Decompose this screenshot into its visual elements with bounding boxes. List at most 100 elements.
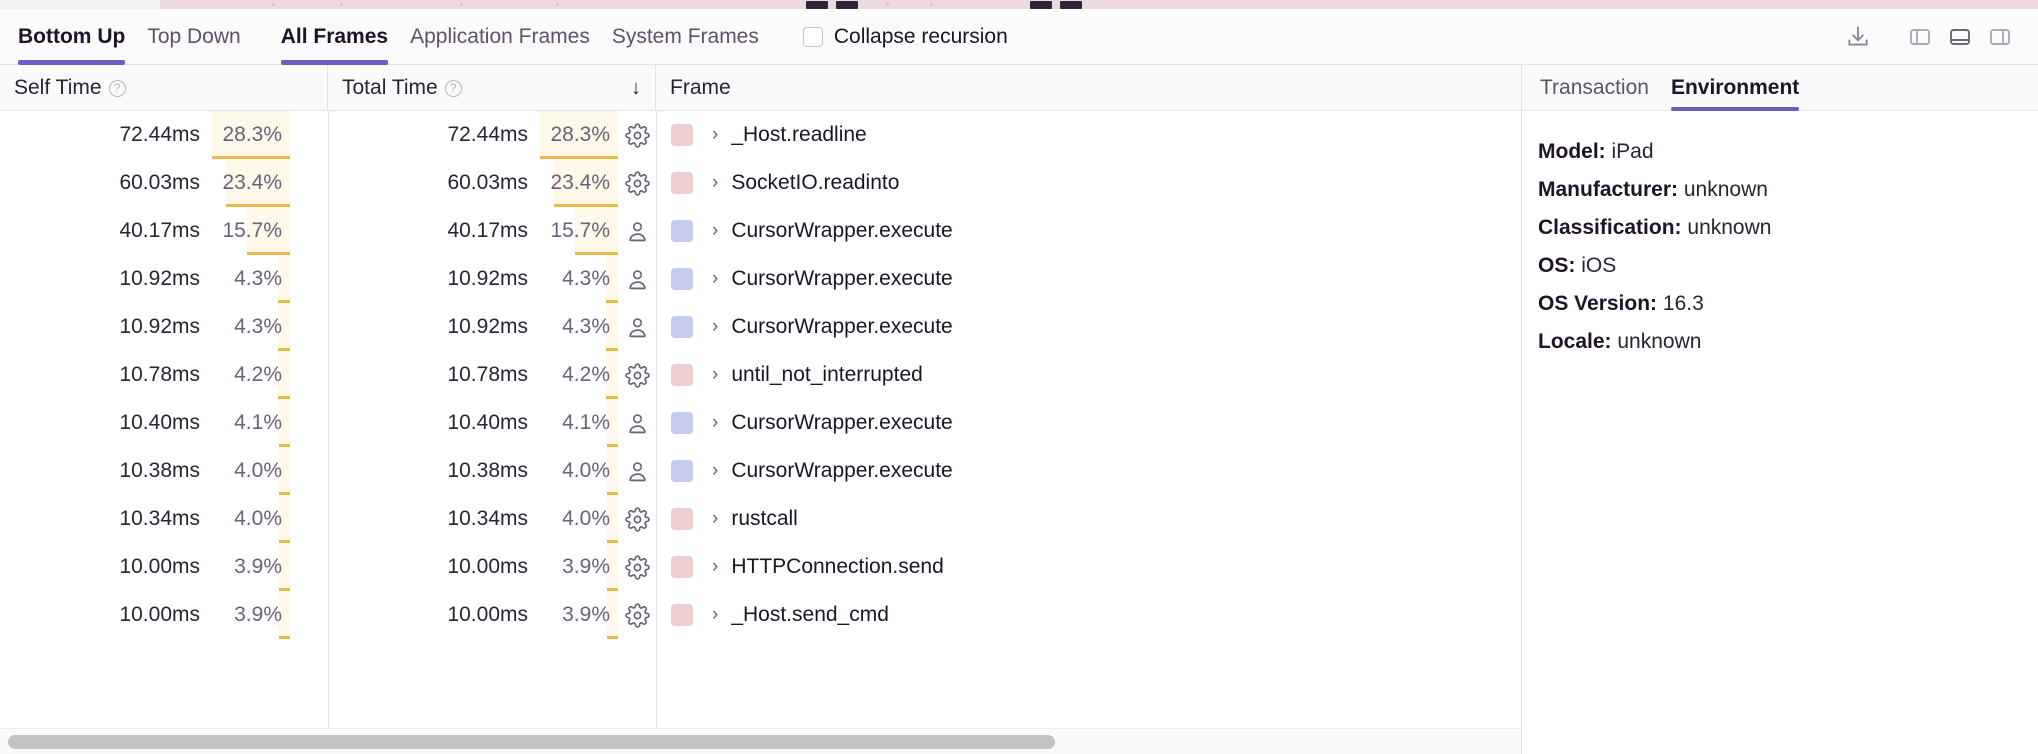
- right-panel-icon[interactable]: [1980, 17, 2020, 57]
- percent-cell: 4.3%: [540, 255, 618, 303]
- gear-icon[interactable]: [618, 362, 656, 388]
- tab-all-frames[interactable]: All Frames: [280, 9, 389, 65]
- person-icon[interactable]: [618, 315, 656, 340]
- gear-icon[interactable]: [618, 506, 656, 532]
- percent-bar: [606, 300, 618, 303]
- chevron-right-icon[interactable]: ›: [712, 364, 719, 385]
- tab-application-frames[interactable]: Application Frames: [410, 9, 590, 65]
- environment-value: iOS: [1581, 254, 1617, 277]
- self-time-cell: 10.40ms 4.1%: [0, 399, 328, 447]
- download-icon[interactable]: [1838, 17, 1878, 57]
- flamegraph-block[interactable]: [1060, 1, 1082, 9]
- person-icon[interactable]: [618, 219, 656, 244]
- table-row[interactable]: 60.03ms 23.4% 60.03ms 23.4% › SocketIO.r…: [0, 159, 1521, 207]
- percent-cell: 3.9%: [540, 543, 618, 591]
- percent-cell: 4.3%: [212, 303, 290, 351]
- chevron-right-icon[interactable]: ›: [712, 508, 719, 529]
- chevron-right-icon[interactable]: ›: [712, 268, 719, 289]
- collapse-recursion-toggle[interactable]: Collapse recursion: [802, 25, 1008, 49]
- left-panel-icon[interactable]: [1900, 17, 1940, 57]
- frame-name: CursorWrapper.execute: [731, 459, 953, 482]
- percent-fill: [607, 543, 618, 591]
- self-time-value: 10.38ms: [119, 459, 200, 482]
- tab-environment[interactable]: Environment: [1670, 65, 1800, 111]
- table-row[interactable]: 10.78ms 4.2% 10.78ms 4.2% › until_not_in…: [0, 351, 1521, 399]
- percent-label: 4.2%: [562, 363, 610, 386]
- self-time-value: 40.17ms: [119, 219, 200, 242]
- frame-cell[interactable]: › CursorWrapper.execute: [656, 399, 1521, 447]
- percent-bar: [247, 252, 290, 255]
- frame-cell[interactable]: › SocketIO.readinto: [656, 159, 1521, 207]
- help-icon[interactable]: ?: [444, 79, 462, 97]
- table-row[interactable]: 10.92ms 4.3% 10.92ms 4.3% › CursorWrappe…: [0, 255, 1521, 303]
- sort-descending-icon[interactable]: ↓: [631, 76, 641, 99]
- percent-bar: [279, 636, 290, 639]
- environment-row: Manufacturer: unknown: [1538, 171, 2038, 209]
- scrollbar-thumb[interactable]: [8, 734, 1055, 749]
- table-row[interactable]: 10.34ms 4.0% 10.34ms 4.0% › rustcall: [0, 495, 1521, 543]
- frame-name: CursorWrapper.execute: [731, 411, 953, 434]
- frame-cell[interactable]: › CursorWrapper.execute: [656, 447, 1521, 495]
- frame-cell[interactable]: › until_not_interrupted: [656, 351, 1521, 399]
- percent-cell: 15.7%: [540, 207, 618, 255]
- chevron-right-icon[interactable]: ›: [712, 460, 719, 481]
- total-time-value: 10.00ms: [447, 555, 528, 578]
- flamegraph-block[interactable]: [806, 1, 828, 9]
- gear-icon[interactable]: [618, 122, 656, 148]
- chevron-right-icon[interactable]: ›: [712, 316, 719, 337]
- horizontal-scrollbar[interactable]: [0, 728, 1521, 754]
- column-header-self-time[interactable]: Self Time ?: [0, 65, 328, 111]
- tab-system-frames[interactable]: System Frames: [612, 9, 759, 65]
- table-row[interactable]: 10.92ms 4.3% 10.92ms 4.3% › CursorWrappe…: [0, 303, 1521, 351]
- collapse-recursion-checkbox[interactable]: [802, 26, 823, 47]
- person-icon[interactable]: [618, 459, 656, 484]
- frame-cell[interactable]: › _Host.readline: [656, 111, 1521, 159]
- column-header-frame[interactable]: Frame: [656, 65, 1521, 111]
- frame-name: CursorWrapper.execute: [731, 219, 953, 242]
- bottom-panel-icon[interactable]: [1940, 17, 1980, 57]
- chevron-right-icon[interactable]: ›: [712, 412, 719, 433]
- percent-bar: [279, 444, 290, 447]
- person-icon[interactable]: [618, 267, 656, 292]
- person-icon[interactable]: [618, 411, 656, 436]
- environment-value: iPad: [1611, 140, 1654, 163]
- percent-cell: 28.3%: [540, 111, 618, 159]
- frame-color-swatch: [671, 556, 693, 578]
- tab-transaction[interactable]: Transaction: [1540, 65, 1649, 111]
- frame-color-swatch: [671, 268, 693, 290]
- table-row[interactable]: 10.00ms 3.9% 10.00ms 3.9% › HTTPConnecti…: [0, 543, 1521, 591]
- percent-bar: [607, 444, 618, 447]
- percent-fill: [278, 351, 290, 399]
- flamegraph-strip[interactable]: [0, 0, 2038, 9]
- chevron-right-icon[interactable]: ›: [712, 124, 719, 145]
- frame-cell[interactable]: › _Host.send_cmd: [656, 591, 1521, 639]
- chevron-right-icon[interactable]: ›: [712, 220, 719, 241]
- frame-cell[interactable]: › CursorWrapper.execute: [656, 255, 1521, 303]
- gear-icon[interactable]: [618, 554, 656, 580]
- chevron-right-icon[interactable]: ›: [712, 556, 719, 577]
- environment-key: Classification:: [1538, 216, 1682, 239]
- frame-cell[interactable]: › CursorWrapper.execute: [656, 207, 1521, 255]
- chevron-right-icon[interactable]: ›: [712, 604, 719, 625]
- flamegraph-block[interactable]: [1030, 1, 1052, 9]
- self-time-value: 10.92ms: [119, 315, 200, 338]
- frame-cell[interactable]: › HTTPConnection.send: [656, 543, 1521, 591]
- table-row[interactable]: 10.00ms 3.9% 10.00ms 3.9% › _Host.send_c…: [0, 591, 1521, 639]
- frame-cell[interactable]: › CursorWrapper.execute: [656, 303, 1521, 351]
- table-row[interactable]: 72.44ms 28.3% 72.44ms 28.3% › _Host.read…: [0, 111, 1521, 159]
- table-row[interactable]: 40.17ms 15.7% 40.17ms 15.7% › CursorWrap…: [0, 207, 1521, 255]
- help-icon[interactable]: ?: [108, 79, 126, 97]
- frame-cell[interactable]: › rustcall: [656, 495, 1521, 543]
- tab-top-down[interactable]: Top Down: [147, 9, 240, 65]
- table-row[interactable]: 10.38ms 4.0% 10.38ms 4.0% › CursorWrappe…: [0, 447, 1521, 495]
- gear-icon[interactable]: [618, 602, 656, 628]
- total-time-value: 10.92ms: [447, 315, 528, 338]
- column-header-total-time[interactable]: Total Time ? ↓: [328, 65, 656, 111]
- tab-bottom-up[interactable]: Bottom Up: [18, 9, 126, 65]
- chevron-right-icon[interactable]: ›: [712, 172, 719, 193]
- gear-icon[interactable]: [618, 170, 656, 196]
- self-time-label: Self Time: [14, 76, 102, 99]
- table-row[interactable]: 10.40ms 4.1% 10.40ms 4.1% › CursorWrappe…: [0, 399, 1521, 447]
- flamegraph-block[interactable]: [836, 1, 858, 9]
- percent-bar: [540, 156, 618, 159]
